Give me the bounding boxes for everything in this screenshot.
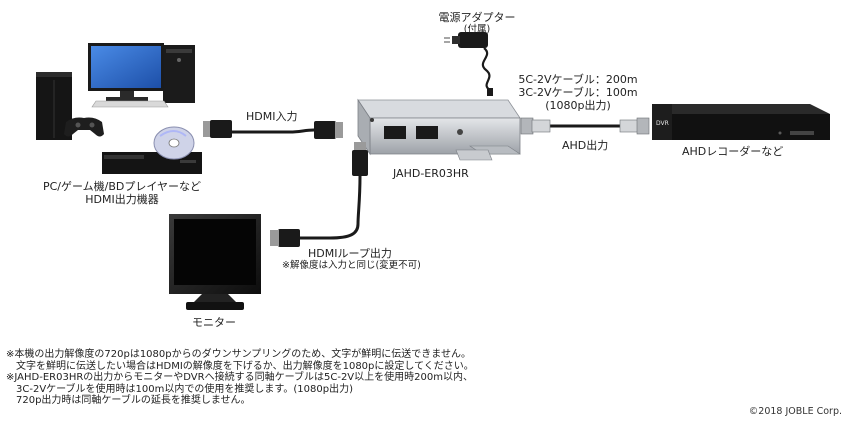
footnote-line: ※JAHD-ER03HRの出力からモニターやDVRへ接続する同軸ケーブルは5C-… [6,372,473,384]
monitor-icon [169,214,261,310]
power-adapter-note: (付属) [463,24,491,35]
power-adapter-icon [444,32,493,96]
source-devices-label: PC/ゲーム機/BDプレイヤーなど HDMI出力機器 [22,180,222,206]
footnote-line: 文字を鮮明に伝送したい場合はHDMIの解像度を下げるか、出力解像度を1080pに… [6,360,474,372]
source-devices-line1: PC/ゲーム機/BDプレイヤーなど [42,180,202,193]
hdmi-loop-note: ※解像度は入力と同じ(変更不可) [282,260,421,271]
game-console-icon [36,72,72,140]
ahd-output-label: AHD出力 [562,139,609,152]
footnote-line: ※本機の出力解像度の720pは1080pからのダウンサンプリングのため、文字が鮮… [6,349,472,360]
monitor-label: モニター [192,316,236,329]
source-devices-line2: HDMI出力機器 [85,193,159,206]
footnote-line: 3C-2Vケーブルを使用時は100m以内での使用を推奨します。(1080p出力) [6,383,353,395]
cable-spec-label: 5C-2Vケーブル：200m 3C-2Vケーブル：100m (1080p出力) [508,73,648,112]
cable-5c-text: 5C-2Vケーブル：200m [518,73,638,86]
ahd-recorder-label: AHDレコーダーなど [682,145,784,158]
footnotes: ※本機の出力解像度の720pは1080pからのダウンサンプリングのため、文字が鮮… [6,349,606,407]
power-adapter-label: 電源アダプター (付属) [422,11,532,36]
footnote-line: 720p出力時は同軸ケーブルの延長を推奨しません。 [6,395,251,407]
hdmi-loop-title: HDMIループ出力 [308,247,392,260]
keyboard-icon [91,100,169,108]
hdmi-input-label: HDMI入力 [246,110,298,123]
pc-monitor-icon [88,43,164,101]
gamepad-icon [64,117,104,137]
cable-3c-text: 3C-2Vケーブル：100m [518,86,638,99]
hdmi-loop-label: HDMIループ出力 ※解像度は入力と同じ(変更不可) [282,247,421,272]
disc-icon [153,126,195,160]
copyright-text: ©2018 JOBLE Corp. [748,406,842,417]
device-model-label: JAHD-ER03HR [393,167,469,180]
pc-tower [163,45,195,103]
power-adapter-title: 電源アダプター [438,11,516,24]
hdmi-loop-cable [270,142,368,247]
ahd-coax-cable [520,117,650,135]
dvr-recorder-icon [652,104,830,140]
converter-device [357,98,521,161]
hdmi-input-cable [203,120,343,139]
cable-1080p-text: (1080p出力) [545,99,611,112]
dvr-badge: DVR [656,120,669,127]
